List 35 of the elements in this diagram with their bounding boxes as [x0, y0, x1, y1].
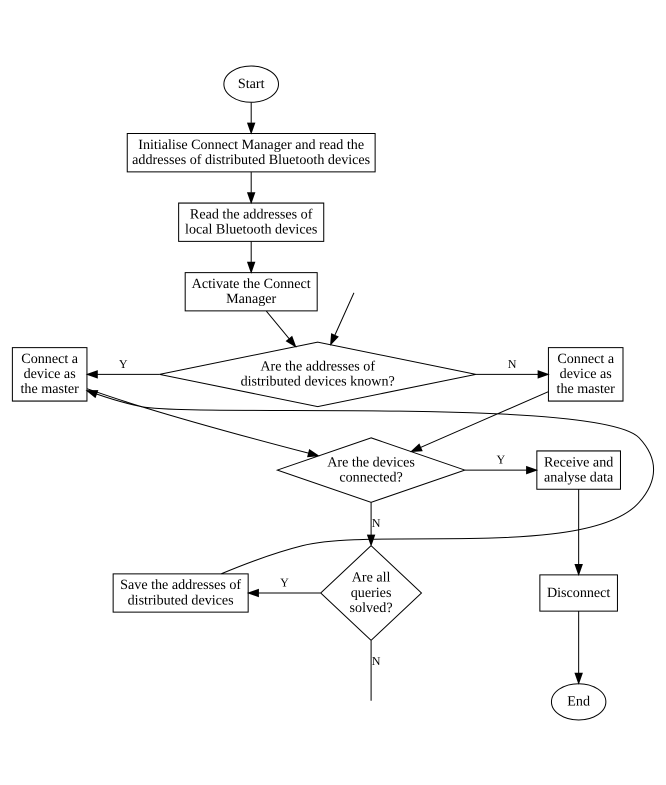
- arrow: [410, 390, 549, 452]
- arrow: [574, 610, 583, 684]
- arrow: [266, 310, 297, 348]
- node-ellipse: End: [550, 682, 606, 720]
- arrow: [86, 390, 654, 574]
- edge-label: Y: [496, 452, 506, 466]
- node-box: Receive and analyse data: [536, 450, 621, 490]
- arrow: [86, 388, 320, 457]
- node-box: Connect a device as the master: [12, 346, 88, 402]
- edge-label: N: [508, 356, 517, 370]
- node-box: Read the addresses of local Bluetooth devices: [178, 202, 324, 242]
- connector: [370, 640, 372, 700]
- node-box: Disconnect: [539, 574, 618, 612]
- edge-label: Y: [118, 356, 128, 370]
- node-ellipse: Start: [223, 65, 279, 102]
- arrow: [86, 370, 160, 378]
- edge-label: Y: [280, 575, 289, 590]
- arrow: [246, 241, 256, 274]
- node-box: Connect a device as the master: [548, 346, 624, 402]
- arrow: [476, 370, 550, 378]
- edge-label: N: [372, 516, 380, 530]
- node-box: Initialise Connect Manager and read the addresses of distributed Bluetooth devices: [126, 132, 376, 172]
- arrow: [330, 292, 354, 346]
- arrow: [246, 588, 321, 597]
- arrow: [246, 172, 256, 204]
- node-diamond: Are the devices connected?: [276, 436, 466, 502]
- arrow: [464, 465, 538, 474]
- arrow: [366, 502, 376, 546]
- node-box: Activate the Connect Manager: [184, 272, 318, 311]
- edge-label: N: [372, 654, 380, 668]
- arrow: [574, 488, 583, 576]
- node-diamond: Are all queries solved?: [320, 544, 422, 641]
- node-box: Save the addresses of distributed devices: [112, 572, 249, 612]
- node-diamond: Are the addresses of distributed devices known?: [159, 341, 476, 407]
- arrow: [246, 102, 256, 134]
